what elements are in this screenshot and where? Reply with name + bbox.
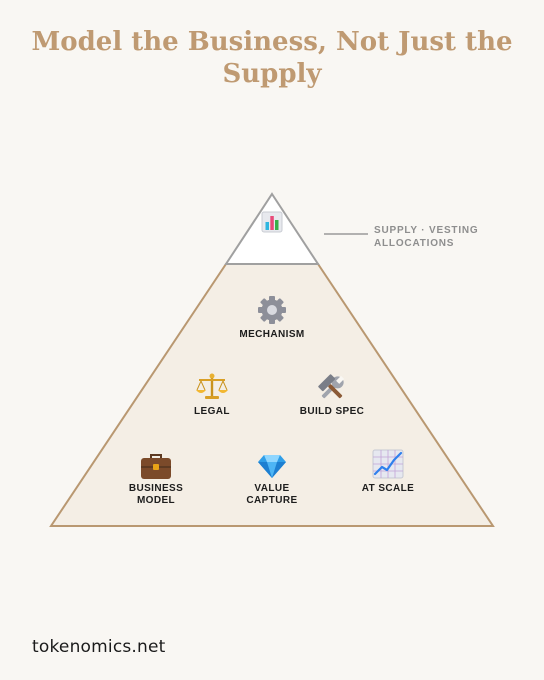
business-model-line-2: MODEL	[136, 495, 176, 506]
legal-label: LEGAL	[194, 406, 230, 417]
callout-line-2: ALLOCATIONS	[374, 238, 455, 249]
value-capture-line-2: CAPTURE	[246, 495, 298, 506]
briefcase-icon	[141, 454, 171, 479]
value-capture-label: VALUE CAPTURE	[222, 483, 322, 507]
balance-scale-icon	[196, 373, 228, 399]
build-spec-label: BUILD SPEC	[299, 406, 365, 417]
growth-chart-icon	[372, 449, 404, 479]
at-scale-label: AT SCALE	[361, 483, 415, 494]
title-line-2: Supply	[222, 59, 322, 89]
callout-line-1: SUPPLY · VESTING	[374, 225, 479, 236]
apex-callout: SUPPLY · VESTING ALLOCATIONS	[374, 224, 479, 250]
gem-icon	[258, 455, 286, 478]
hammer-wrench-icon	[318, 374, 345, 399]
mechanism-label: MECHANISM	[239, 329, 305, 340]
gear-icon	[258, 296, 286, 324]
value-capture-line-1: VALUE	[254, 483, 290, 494]
business-model-label: BUSINESS MODEL	[106, 483, 206, 507]
bar-chart-icon	[261, 211, 283, 233]
title-line-1: Model the Business, Not Just the	[31, 27, 513, 57]
business-model-line-1: BUSINESS	[128, 483, 184, 494]
page-title: Model the Business, Not Just the Supply	[0, 26, 544, 90]
brand-wordmark: tokenomics.net	[32, 637, 166, 657]
